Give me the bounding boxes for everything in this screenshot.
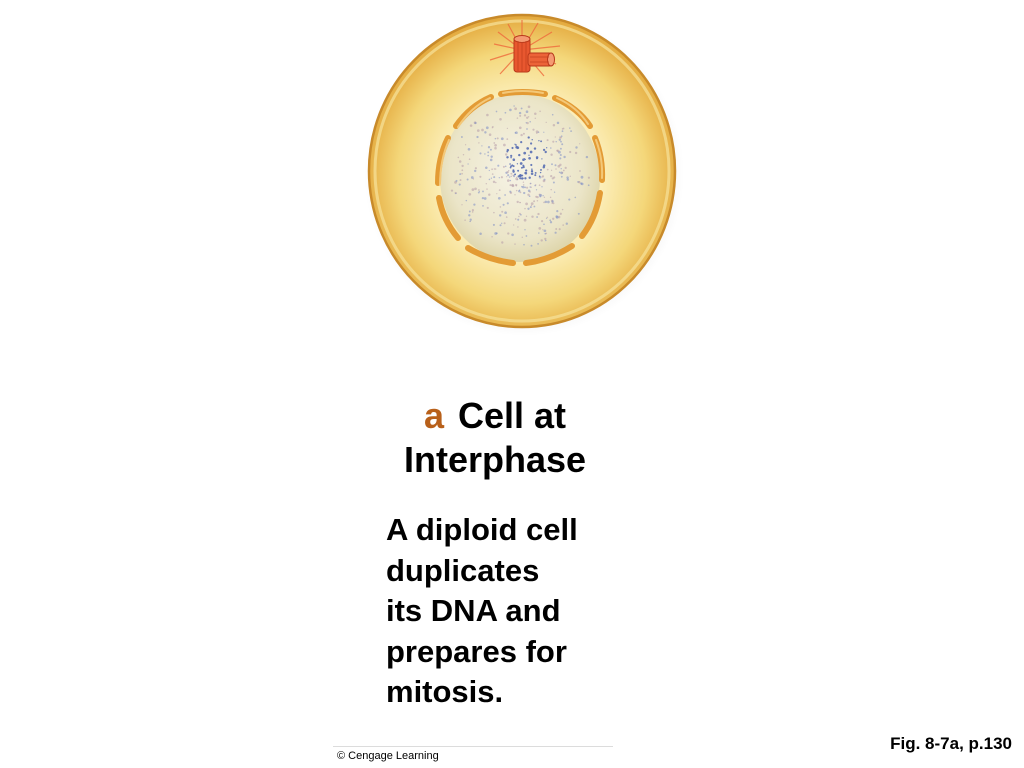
panel-letter: a [423,395,444,436]
description-line: A diploid cell [386,512,578,547]
chromatin-specks [450,105,590,247]
nucleus [435,89,606,266]
description-line: mitosis. [386,674,504,709]
panel-title: Cell at Interphase [403,395,587,480]
centriole-pair-icon [489,20,561,77]
description-line: its DNA and [386,593,561,628]
description-line: duplicates [386,552,540,588]
credit-divider [333,746,613,747]
interphase-cell-illustration [364,12,684,336]
copyright-credit: © Cengage Learning [337,750,439,762]
figure-reference: Fig. 8-7a, p.130 [890,734,1012,753]
description-line: prepares for [386,633,567,669]
panel-description: A diploid cell duplicates its DNA and pr… [386,510,626,713]
